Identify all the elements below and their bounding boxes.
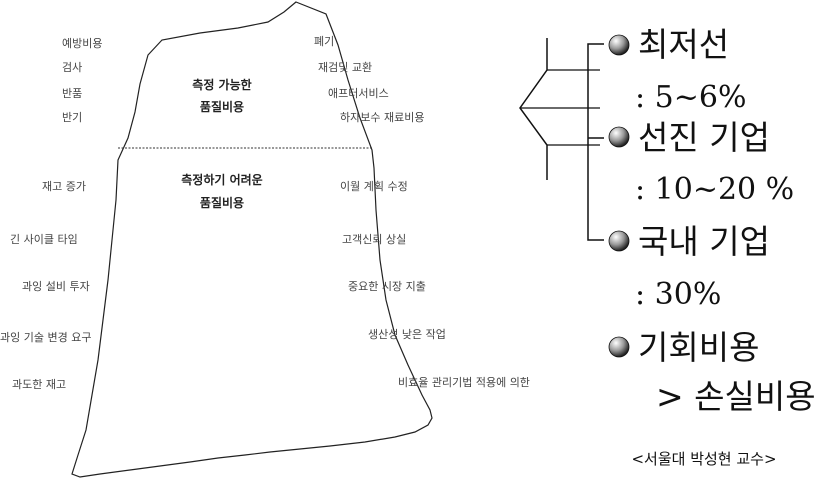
bottom-left-label: 과잉 설비 투자 bbox=[22, 280, 90, 293]
top-left-label: 검사 bbox=[62, 61, 82, 74]
bullet-label-lowest: 최저선 bbox=[638, 25, 729, 64]
bottom-left-label: 과도한 재고 bbox=[12, 378, 66, 391]
opportunity-comparison: > 손실비용 bbox=[656, 377, 816, 416]
source-credit: <서울대 박성현 교수> bbox=[631, 450, 776, 468]
bottom-right-label: 중요한 시장 지출 bbox=[348, 280, 426, 293]
top-left-label: 반기 bbox=[62, 111, 82, 124]
top-right-label: 하자보수 재료비용 bbox=[340, 110, 424, 124]
bottom-right-label: 생산성 낮은 작업 bbox=[368, 328, 446, 341]
hard-to-measure-cost-line-1: 측정하기 어려운 bbox=[181, 172, 262, 187]
bullet-ball-icon bbox=[608, 34, 630, 56]
top-right-label: 폐기 bbox=[314, 35, 334, 48]
opportunity-cost-label: 기회비용 bbox=[638, 328, 759, 367]
iceberg-outline bbox=[71, 1, 433, 478]
top-right-label: 애프터서비스 bbox=[328, 87, 389, 100]
top-right-label: 재검및 교환 bbox=[318, 61, 372, 74]
bullet-label-advanced: 선진 기업 bbox=[638, 118, 770, 157]
hard-to-measure-cost-line-2: 품질비용 bbox=[200, 195, 244, 210]
measurable-cost-line-1: 측정 가능한 bbox=[192, 77, 251, 92]
bottom-left-label: 과잉 기술 변경 요구 bbox=[0, 331, 91, 344]
bullet-value-lowest: : 5~6% bbox=[635, 80, 746, 115]
bullet-value-domestic: : 30% bbox=[635, 277, 721, 312]
bottom-right-label: 이월 계획 수정 bbox=[340, 180, 408, 193]
opportunity-ball-icon bbox=[608, 336, 630, 358]
callout-arrow bbox=[519, 38, 548, 180]
bullet-value-advanced: : 10~20 % bbox=[635, 172, 794, 207]
top-left-label: 예방비용 bbox=[62, 37, 102, 50]
measurable-cost-line-2: 품질비용 bbox=[200, 99, 244, 114]
bottom-right-label: 비효율 관리기법 적용에 의한 bbox=[398, 376, 530, 389]
bottom-left-label: 긴 사이클 타임 bbox=[10, 233, 78, 246]
bullet-bracket bbox=[587, 43, 604, 241]
bullet-ball-icon bbox=[608, 230, 630, 252]
bullet-ball-icon bbox=[608, 126, 630, 148]
bottom-right-label: 고객신뢰 상실 bbox=[342, 233, 406, 246]
top-left-label: 반품 bbox=[62, 87, 82, 100]
bullet-label-domestic: 국내 기업 bbox=[638, 222, 770, 261]
bottom-left-label: 재고 증가 bbox=[42, 180, 86, 193]
